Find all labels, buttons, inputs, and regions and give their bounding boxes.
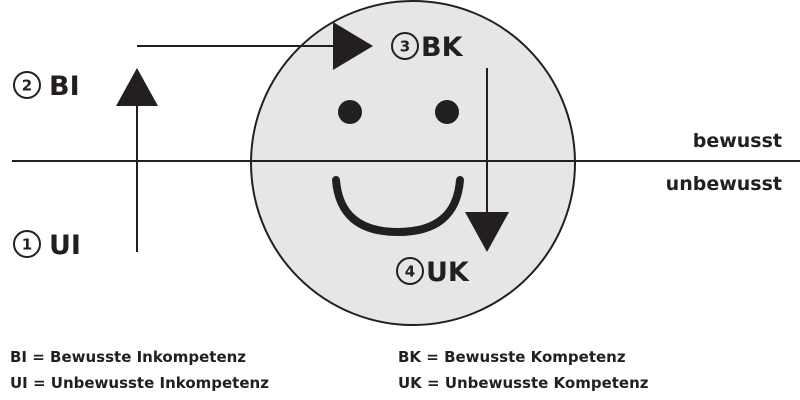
- left-eye: [338, 100, 362, 124]
- legend-right: BK = Bewusste Kompetenz UK = Unbewusste …: [398, 344, 649, 396]
- stage-abbr: BK: [421, 32, 464, 63]
- stage-number: 3: [400, 38, 410, 56]
- stage-abbr: BI: [49, 71, 80, 102]
- stage-number: 2: [22, 77, 32, 95]
- legend-item-bi: BI = Bewusste Inkompetenz: [10, 348, 247, 366]
- stage-ui: 1 UI: [13, 230, 81, 261]
- stage-number: 1: [22, 236, 32, 254]
- legend-item-bk: BK = Bewusste Kompetenz: [398, 348, 626, 366]
- level-label-lower: unbewusst: [666, 173, 782, 195]
- legend-left: BI = Bewusste Inkompetenz UI = Unbewusst…: [10, 344, 269, 396]
- level-label-upper: bewusst: [693, 130, 782, 152]
- legend-item-uk: UK = Unbewusste Kompetenz: [398, 374, 649, 392]
- stage-abbr: UI: [49, 230, 81, 261]
- stage-abbr: UK: [426, 257, 470, 288]
- arrow-right-icon: [137, 22, 373, 70]
- circled-number-4: [396, 257, 424, 285]
- arrow-down-icon: [465, 68, 509, 252]
- stage-bi: 2 BI: [13, 71, 80, 102]
- circled-number-1: [13, 230, 41, 258]
- circled-number-3: [391, 32, 419, 60]
- right-eye: [435, 100, 459, 124]
- stage-number: 4: [405, 263, 415, 281]
- smiley-face-icon: [250, 0, 576, 326]
- smile-mouth: [332, 176, 464, 237]
- stage-uk: 4 UK: [396, 257, 470, 288]
- legend-item-ui: UI = Unbewusste Inkompetenz: [10, 374, 269, 392]
- circled-number-2: [13, 71, 41, 99]
- face-circle: [250, 0, 576, 326]
- stage-bk: 3 BK: [391, 32, 464, 63]
- arrow-up-icon: [116, 68, 158, 252]
